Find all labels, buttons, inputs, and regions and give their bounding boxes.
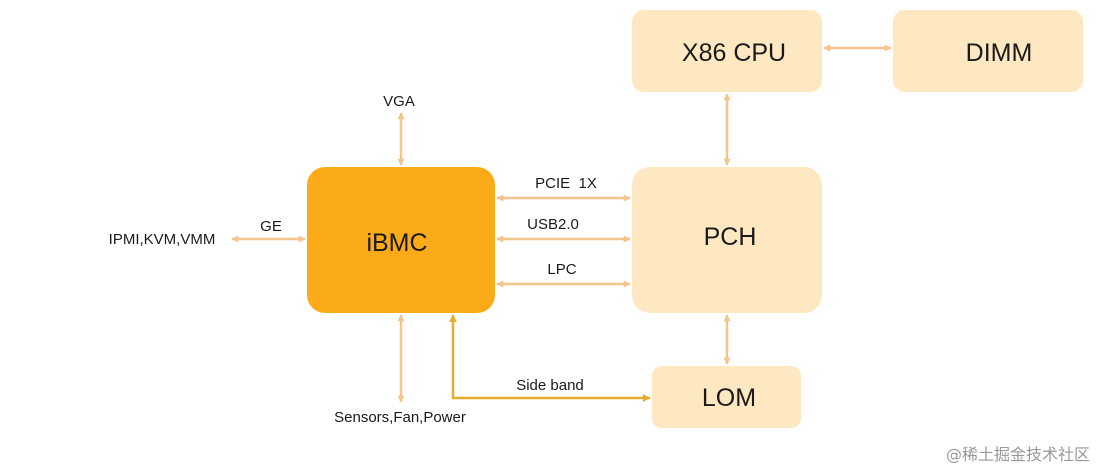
sensors-label: Sensors,Fan,Power: [334, 409, 466, 426]
pch-box: [632, 167, 822, 313]
ge-label: GE: [260, 218, 282, 235]
ibmc-box: [307, 167, 495, 313]
ipmi-label: IPMI,KVM,VMM: [109, 231, 216, 248]
x86cpu-label: X86 CPU: [682, 39, 786, 67]
arrow-sideband: [449, 314, 651, 402]
pcie-label: PCIE 1X: [535, 175, 597, 192]
dimm-label: DIMM: [966, 39, 1033, 67]
ibmc-label: iBMC: [366, 229, 427, 257]
usb-label: USB2.0: [527, 216, 579, 233]
watermark: @稀土掘金技术社区: [946, 445, 1090, 464]
lom-label: LOM: [702, 384, 756, 412]
sideband-label: Side band: [516, 377, 584, 394]
x86cpu-box: [632, 10, 822, 92]
vga-label: VGA: [383, 93, 415, 110]
dimm-box: [893, 10, 1083, 92]
lpc-label: LPC: [547, 261, 576, 278]
pch-label: PCH: [704, 223, 757, 251]
lom-box: [652, 366, 801, 428]
